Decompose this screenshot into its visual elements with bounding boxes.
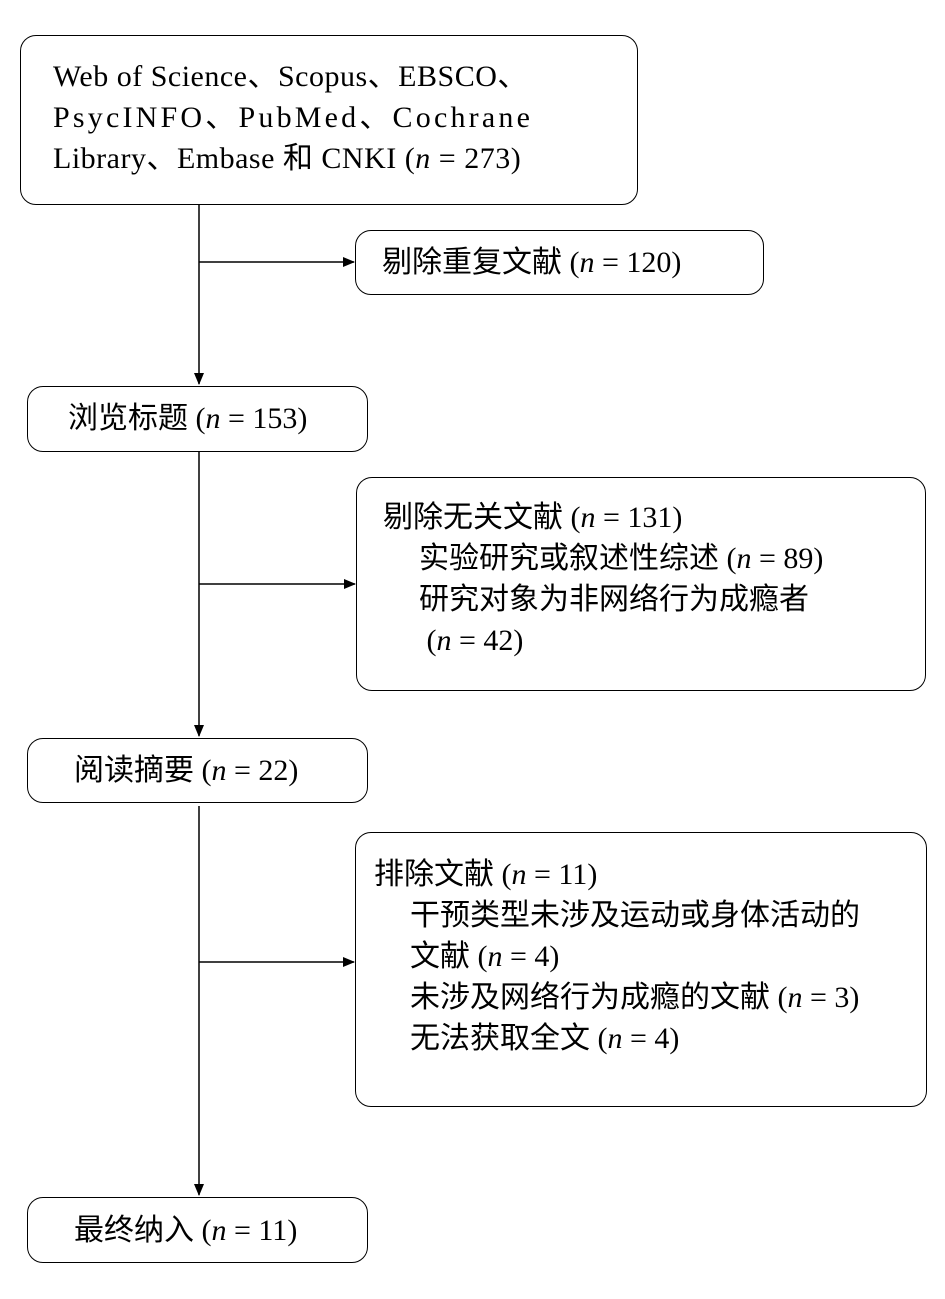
abstracts-read-text: 阅读摘要 (n = 22) <box>74 754 299 787</box>
irrelevant-count: 131 <box>627 501 673 534</box>
finally-included-text: 最终纳入 (n = 11) <box>74 1214 298 1247</box>
excluded-reason-intervention: 干预类型未涉及运动或身体活动的 <box>410 899 860 932</box>
excluded-count: 11 <box>558 858 588 891</box>
source-line-1: Web of Science、Scopus、EBSCO、 <box>53 60 528 93</box>
titles-count: 153 <box>252 402 298 435</box>
duplicates-count: 120 <box>626 246 672 279</box>
source-databases-box: Web of Science、Scopus、EBSCO、 PsycINFO、Pu… <box>20 35 638 205</box>
excluded-reason-intervention-cont: 文献 (n = 4) <box>410 940 560 973</box>
duplicates-removed-box: 剔除重复文献 (n = 120) <box>355 230 764 295</box>
excluded-reason-no-fulltext: 无法获取全文 (n = 4) <box>410 1022 680 1055</box>
source-line-2: PsycINFO、PubMed、Cochrane <box>53 101 534 134</box>
irrelevant-reason-experimental: 实验研究或叙述性综述 (n = 89) <box>419 542 824 575</box>
irrelevant-reason-population-count: (n = 42) <box>419 624 524 657</box>
excluded-box: 排除文献 (n = 11) 干预类型未涉及运动或身体活动的 文献 (n = 4)… <box>355 832 927 1107</box>
abstracts-read-box: 阅读摘要 (n = 22) <box>27 738 368 803</box>
excluded-heading: 排除文献 (n = 11) <box>374 858 598 891</box>
titles-screened-text: 浏览标题 (n = 153) <box>68 402 308 435</box>
titles-screened-box: 浏览标题 (n = 153) <box>27 386 368 452</box>
irrelevant-removed-heading: 剔除无关文献 (n = 131) <box>383 501 683 534</box>
abstracts-count: 22 <box>258 754 289 787</box>
duplicates-removed-text: 剔除重复文献 (n = 120) <box>382 246 682 279</box>
excluded-reason-not-internet: 未涉及网络行为成瘾的文献 (n = 3) <box>410 981 860 1014</box>
source-line-3: Library、Embase 和 CNKI (n = 273) <box>53 142 522 175</box>
finally-included-box: 最终纳入 (n = 11) <box>27 1197 368 1263</box>
included-count: 11 <box>258 1214 288 1247</box>
irrelevant-removed-box: 剔除无关文献 (n = 131) 实验研究或叙述性综述 (n = 89) 研究对… <box>356 477 926 691</box>
irrelevant-reason-population: 研究对象为非网络行为成瘾者 <box>419 583 809 616</box>
source-count: 273 <box>464 142 511 175</box>
